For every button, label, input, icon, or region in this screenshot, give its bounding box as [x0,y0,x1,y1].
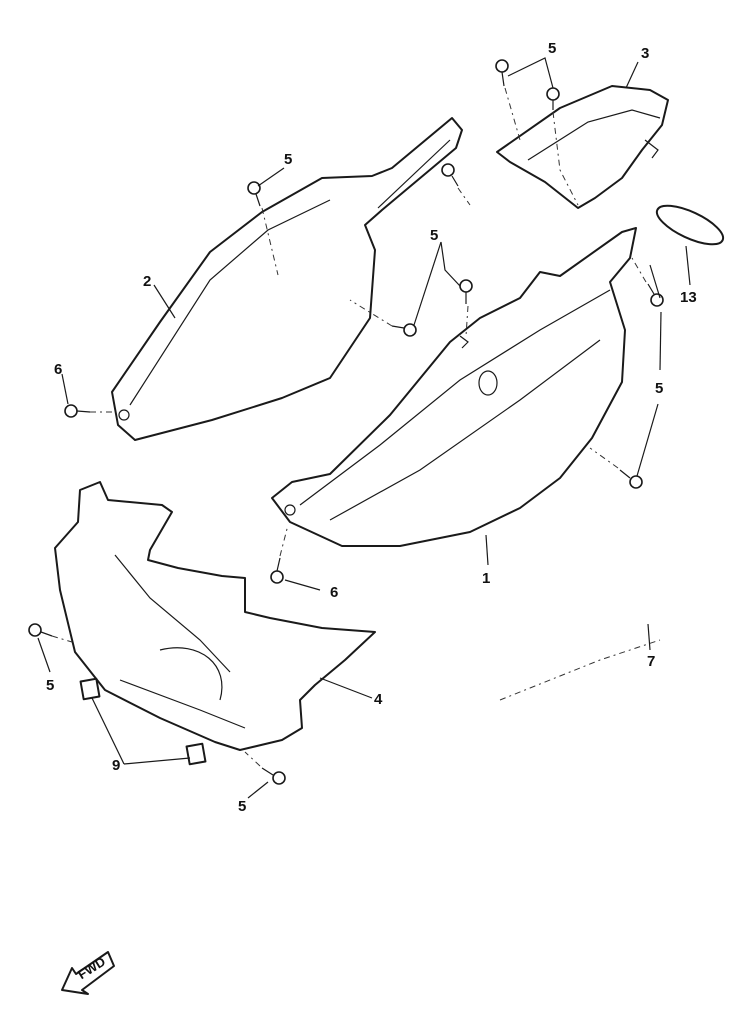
side-cover-right-part-1 [271,227,637,547]
forward-direction-arrow-icon: FWD [61,951,115,995]
callout-13: 13 [680,289,697,306]
bolt-5-icon [619,469,643,489]
screw-6-icon [270,557,284,584]
callout-1: 1 [482,570,490,587]
callout-5: 5 [284,151,292,168]
rear-top-cover-part-3 [496,85,669,209]
callout-9: 9 [112,757,120,774]
screw-6-icon [64,404,91,418]
bolt-5-icon [261,767,286,785]
callout-2: 2 [143,273,151,290]
lower-cover-part-4 [54,481,376,751]
bolt-5-icon [459,279,473,304]
clips-part-9 [79,677,207,766]
bolt-5-icon [647,283,664,307]
bolt-5-icon [495,59,509,87]
callout-7: 7 [647,653,655,670]
emblem-part-13 [655,204,725,246]
bolt-5-icon [391,323,417,337]
callout-3: 3 [641,45,649,62]
callout-5: 5 [548,40,556,57]
bolts-and-screws [28,59,664,785]
callout-5: 5 [238,798,246,815]
callout-5: 5 [46,677,54,694]
callout-6: 6 [330,584,338,601]
callout-5: 5 [655,380,663,397]
bolt-5-icon [546,87,560,110]
leader-lines [37,57,691,799]
bolt-5-icon [247,181,261,207]
callout-6: 6 [54,361,62,378]
bolt-5-icon [441,163,459,187]
assembly-lines [51,87,661,767]
callout-5: 5 [430,227,438,244]
bolt-5-icon [28,623,53,637]
callout-4: 4 [374,691,383,708]
callout-labels: 5 3 5 2 5 13 5 6 1 6 7 5 4 9 5 [46,40,697,815]
side-cover-left-part-2 [111,117,463,441]
